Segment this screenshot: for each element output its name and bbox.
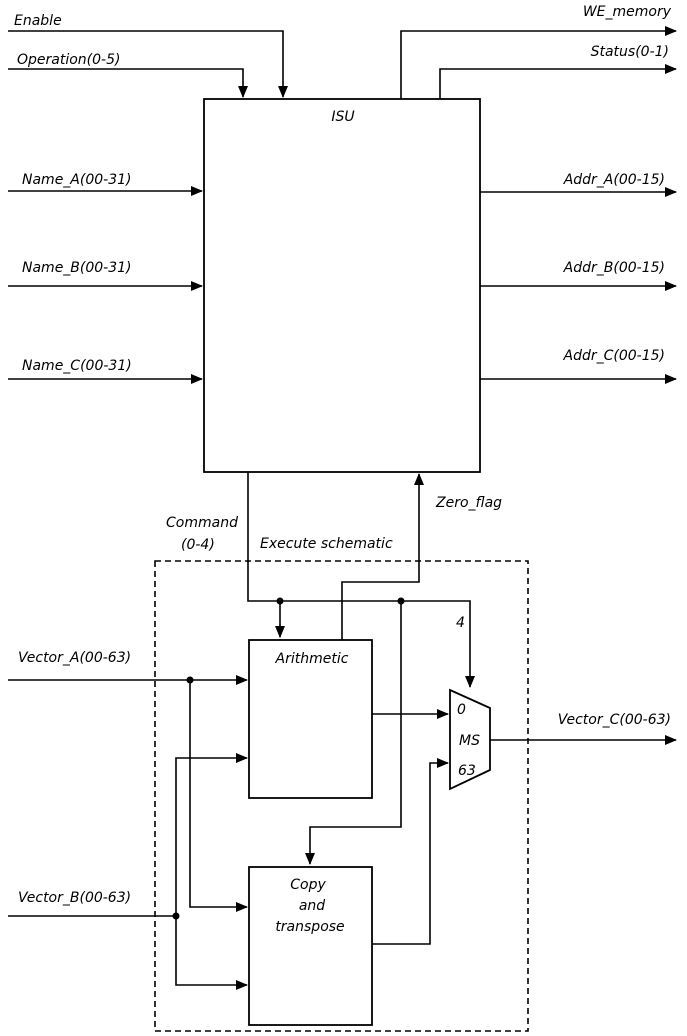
command-junction-2: [397, 597, 405, 605]
name-a-label: Name_A(00-31): [22, 172, 131, 188]
command-label: Command: [166, 515, 238, 531]
vector-c-label: Vector_C(00-63): [558, 712, 671, 728]
addr-c-label: Addr_C(00-15): [563, 348, 666, 364]
mux-input-0: 0: [457, 702, 466, 718]
execute-schematic-boundary: [154, 560, 529, 1032]
copy-transpose-block: [248, 866, 373, 1026]
addr-a-label: Addr_A(00-15): [563, 172, 665, 188]
status-label: Status(0-1): [591, 44, 669, 60]
copy-label-line1: Copy: [290, 877, 326, 893]
command-bus-wire: [247, 472, 475, 688]
mux-input-63: 63: [458, 763, 476, 779]
vector-a-to-copy-wire: [189, 680, 248, 912]
addr-b-label: Addr_B(00-15): [563, 260, 665, 276]
name-c-label: Name_C(00-31): [22, 358, 132, 374]
operation-wire: [8, 68, 248, 98]
command-range-label: (0-4): [181, 537, 215, 553]
arithmetic-label: Arithmetic: [275, 651, 349, 667]
command-junction-1: [276, 597, 284, 605]
vector-b-to-arithmetic-wire: [175, 753, 248, 916]
enable-label: Enable: [14, 13, 62, 29]
vector-b-to-copy-wire: [175, 916, 248, 990]
mux-select-width: 4: [456, 615, 465, 631]
copy-to-mux-wire: [372, 758, 449, 945]
mux-name: MS: [459, 733, 480, 749]
zero-flag-wire: [341, 473, 424, 640]
zero-flag-label: Zero_flag: [435, 495, 502, 511]
vector-a-label: Vector_A(00-63): [18, 650, 131, 666]
mux-ms: [449, 688, 491, 791]
name-b-label: Name_B(00-31): [22, 260, 132, 276]
isu-block: [203, 98, 481, 473]
enable-wire: [8, 30, 288, 98]
status-wire: [439, 64, 677, 99]
isu-title: ISU: [331, 109, 354, 125]
vector-b-label: Vector_B(00-63): [18, 890, 131, 906]
execute-schematic-title: Execute schematic: [260, 536, 393, 552]
copy-label-line3: transpose: [275, 919, 344, 935]
arithmetic-block: [248, 639, 373, 799]
we-memory-label: WE_memory: [583, 4, 672, 20]
operation-label: Operation(0-5): [17, 52, 120, 68]
we-memory-wire: [400, 26, 677, 99]
copy-label-line2: and: [299, 898, 325, 914]
